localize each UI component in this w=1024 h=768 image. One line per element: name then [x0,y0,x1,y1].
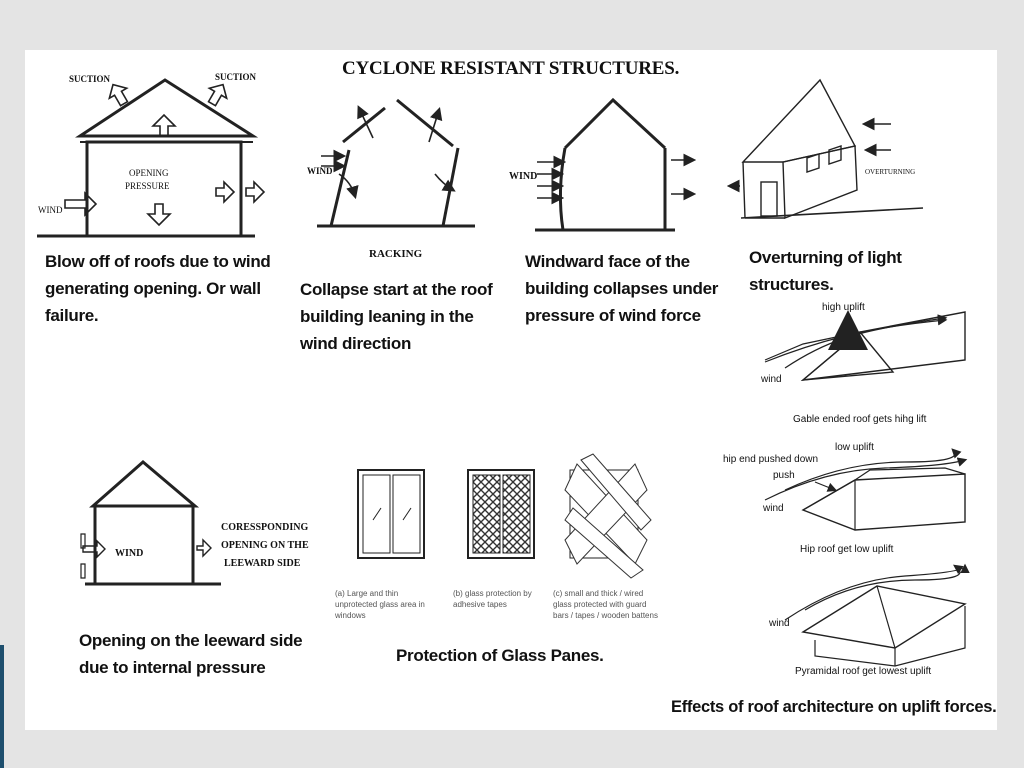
caption-racking: Collapse start at the roof building lean… [300,280,493,353]
pyramid-caption: Pyramidal roof get lowest uplift [795,666,932,677]
push-label: push [773,470,795,481]
roof-wind-label-3: wind [769,618,790,629]
hip-roof-diagram [764,448,968,531]
slide: CYCLONE RESISTANT STRUCTURES. SUCTION SU… [25,50,997,730]
caption-overturning: Overturning of light structures. [749,248,902,294]
caption-leeward: Opening on the leeward side due to inter… [79,631,303,677]
roof-wind-label-2: wind [763,503,784,514]
hip-pushed-label: hip end pushed down [723,454,819,465]
glass-label-a: (a) Large and thin unprotected glass are… [335,589,425,620]
overturning-diagram [726,78,924,220]
caption-windward: Windward face of the building collapses … [525,252,719,325]
wind-label-3: WIND [509,171,538,182]
caption-blow-off: Blow off of roofs due to wind generating… [45,252,271,325]
racking-diagram [317,98,475,228]
wind-label-2: WIND [307,166,333,176]
caption-glass: Protection of Glass Panes. [396,646,604,665]
low-uplift-label: low uplift [835,442,874,453]
high-uplift-label: high uplift [822,302,865,313]
racking-label: RACKING [369,248,423,260]
glass-pane-taped [467,469,535,559]
corresponding-label-2: OPENING ON THE [221,540,309,551]
leeward-opening-diagram [80,460,221,586]
caption-roof-uplift: Effects of roof architecture on uplift f… [671,698,997,716]
glass-pane-large-unprotected [357,469,425,559]
diagram-canvas [37,78,970,667]
gable-caption: Gable ended roof gets hihg lift [793,414,927,425]
windward-collapse-diagram [535,97,697,232]
corresponding-label-1: CORESSPONDING [221,522,309,533]
opening-label: OPENING [129,168,169,178]
house-blow-off-diagram [37,78,266,238]
suction-left-label: SUCTION [69,74,111,84]
corresponding-label-3: LEEWARD SIDE [224,558,301,569]
suction-right-label: SUCTION [215,72,257,82]
pressure-label: PRESSURE [125,181,170,191]
roof-wind-label-1: wind [761,374,782,385]
slide-edge-accent [0,645,4,768]
wind-label-1: WIND [38,205,63,215]
pyramidal-roof-diagram [784,563,970,667]
glass-label-c: (c) small and thick / wired glass protec… [553,589,658,620]
hip-caption: Hip roof get low uplift [800,544,894,555]
overturning-label: OVERTURNING [865,168,916,176]
glass-label-b: (b) glass protection by adhesive tapes [453,589,532,609]
gable-roof-diagram [764,310,966,381]
glass-pane-battens [564,453,652,579]
page-title: CYCLONE RESISTANT STRUCTURES. [342,58,680,79]
wind-label-5: WIND [115,548,144,559]
